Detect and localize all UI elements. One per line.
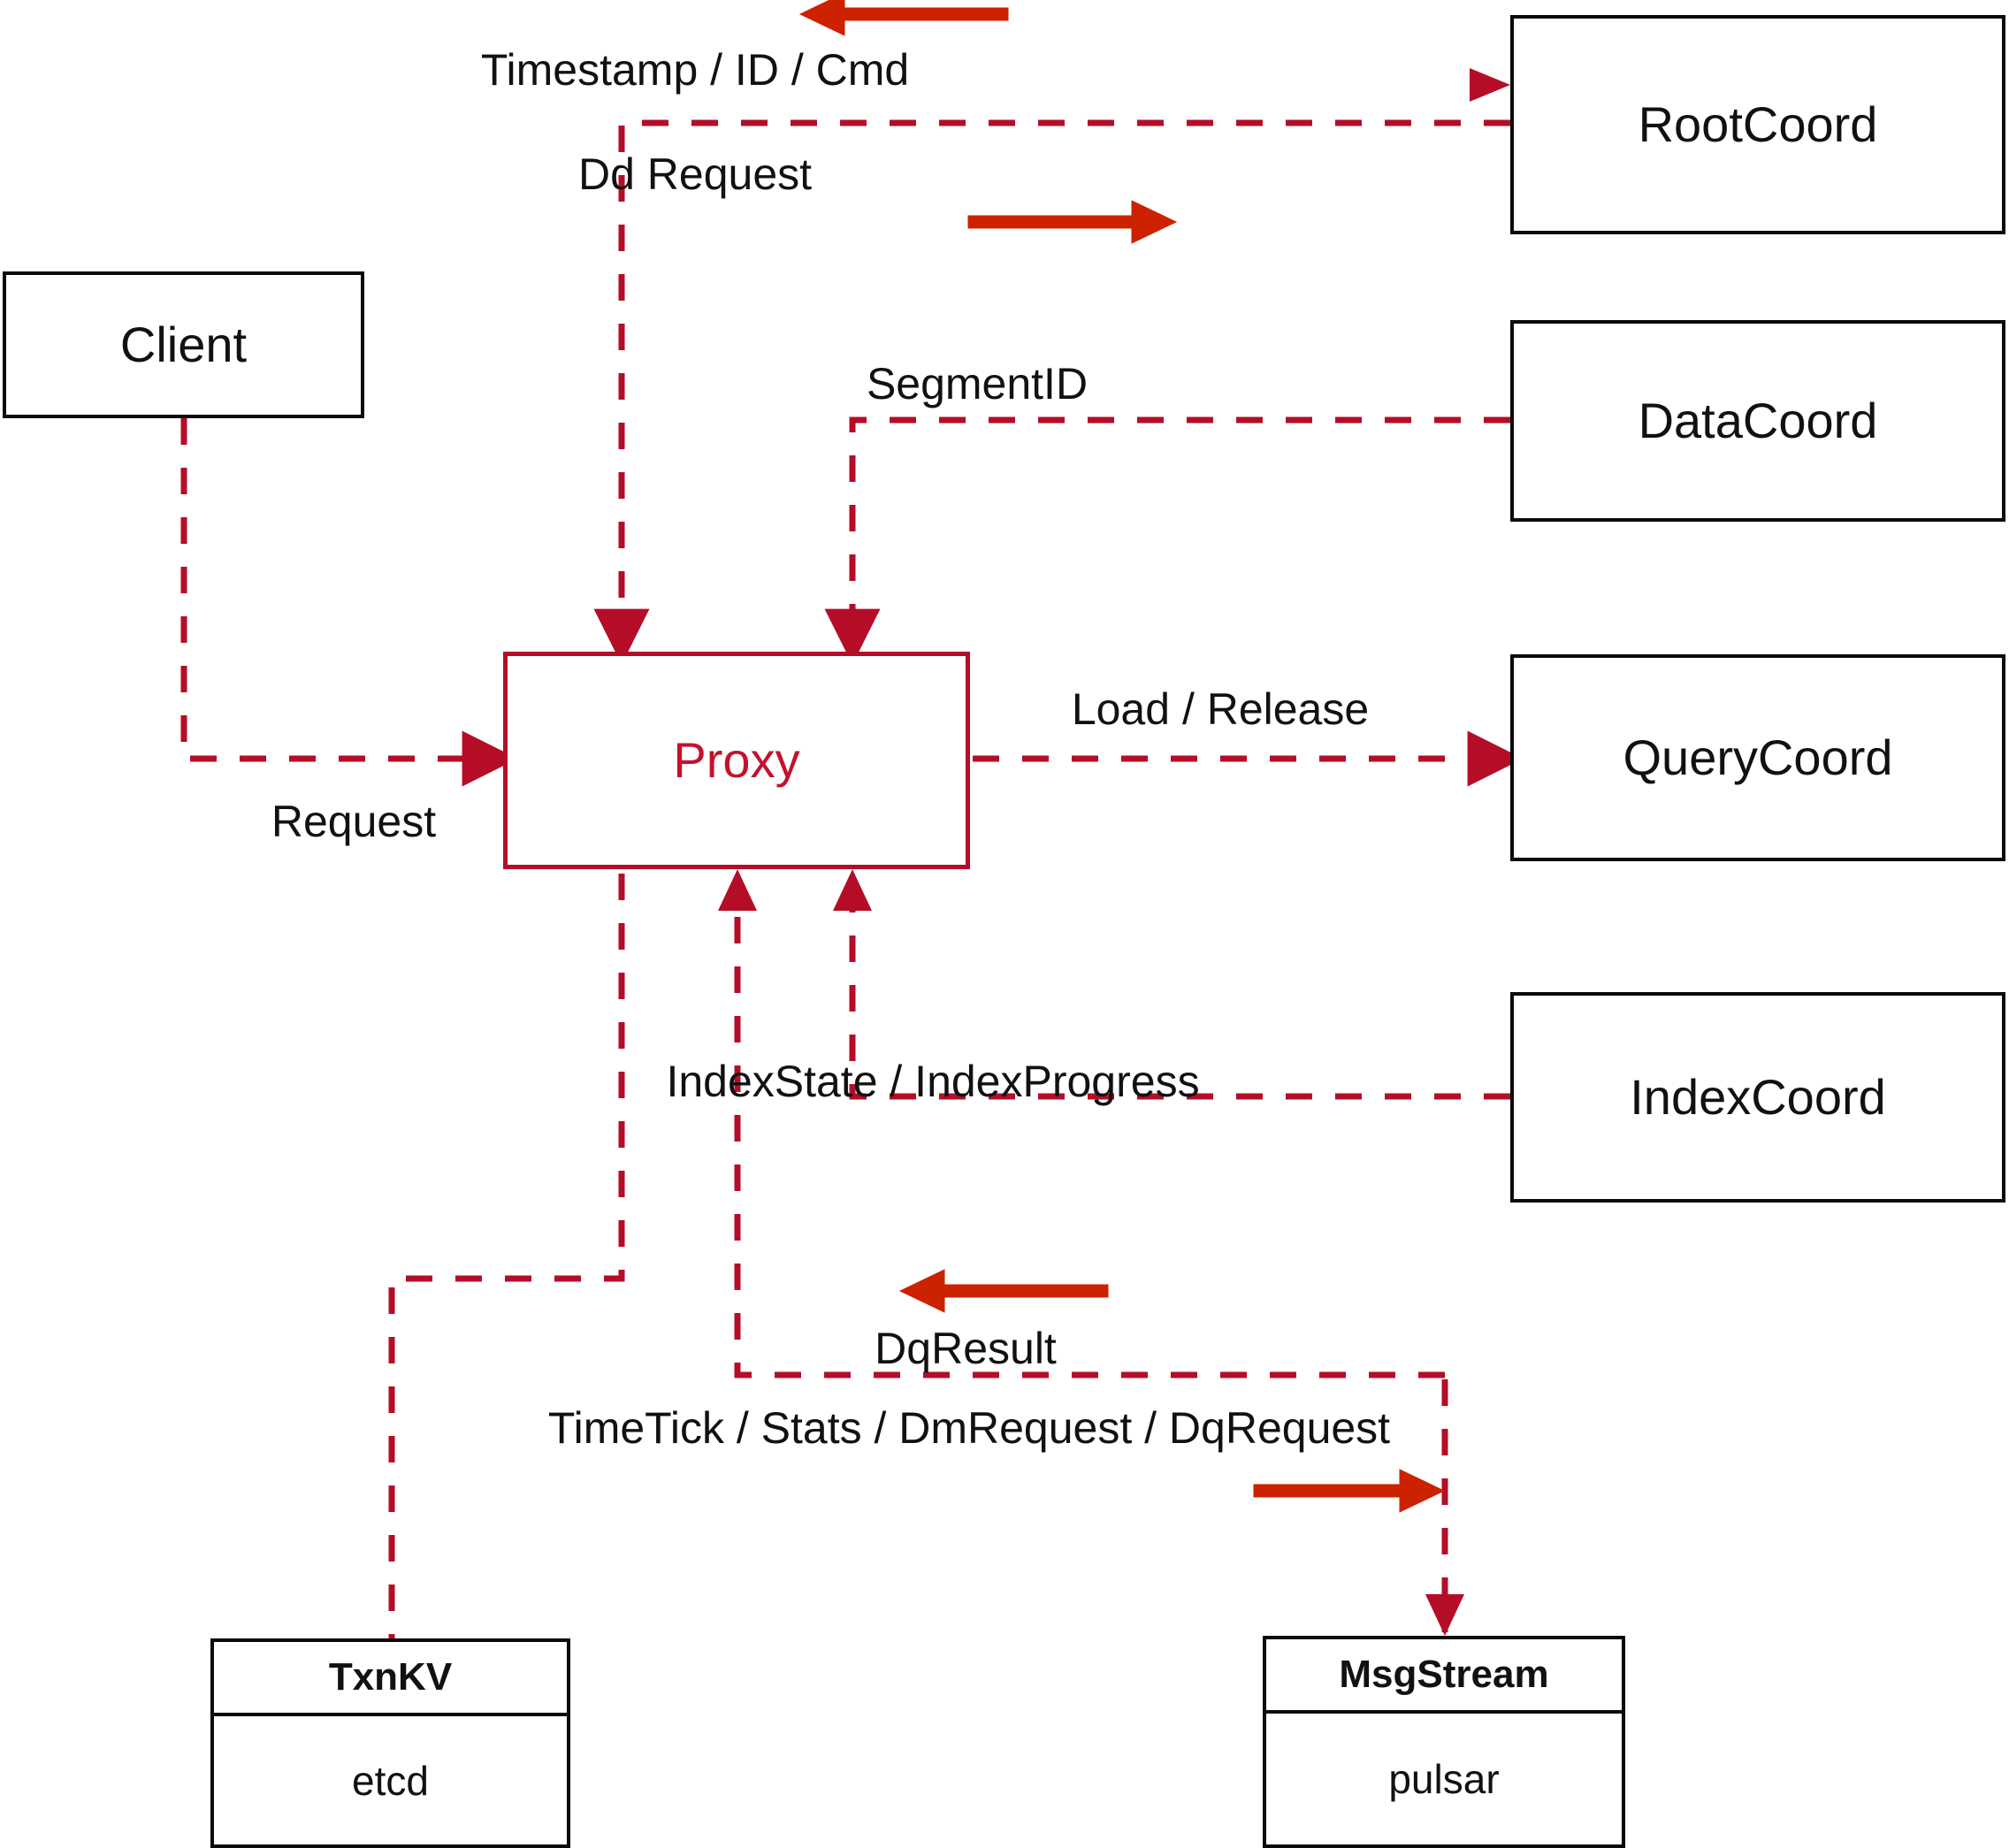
node-client[interactable]: Client <box>3 271 364 418</box>
node-index-coord[interactable]: IndexCoord <box>1510 992 2005 1203</box>
arrowhead-rootcoord <box>1470 68 1510 102</box>
node-txnkv-impl: etcd <box>352 1757 429 1804</box>
node-query-coord-label: QueryCoord <box>1623 729 1893 785</box>
edge-label-timetick-stats: TimeTick / Stats / DmRequest / DqRequest <box>547 1403 1391 1453</box>
arrowhead-msgstream <box>1425 1594 1464 1636</box>
node-root-coord-label: RootCoord <box>1638 96 1878 152</box>
arrowhead-proxy-top-right <box>833 610 872 652</box>
node-msgstream-title: MsgStream <box>1339 1653 1549 1696</box>
arrowhead-querycoord <box>1470 742 1510 775</box>
flow-arrow-timetick <box>1253 1469 1446 1513</box>
arrowhead-proxy-left <box>462 742 503 775</box>
node-msgstream-body: pulsar <box>1266 1714 1622 1844</box>
edge-label-segment-id: SegmentID <box>866 359 1089 409</box>
edge-label-load-release: Load / Release <box>1071 684 1370 734</box>
flow-arrow-timestamp <box>798 0 1009 36</box>
node-root-coord[interactable]: RootCoord <box>1510 15 2005 234</box>
connector-arrowheads <box>462 68 1510 1636</box>
edge-indexstate <box>849 876 1510 1100</box>
node-msgstream-impl: pulsar <box>1388 1756 1500 1802</box>
flow-arrows <box>798 0 1446 1513</box>
edge-rootcoord <box>593 119 1510 665</box>
edge-request <box>180 418 518 787</box>
arrowhead-proxy-bottom-dqresult <box>718 869 757 911</box>
flow-arrow-dqresult <box>898 1269 1109 1313</box>
node-txnkv-header: TxnKV <box>214 1642 567 1716</box>
dashed-connectors <box>180 119 1524 1638</box>
node-data-coord-label: DataCoord <box>1638 393 1878 448</box>
arrowhead-proxy-bottom-index <box>833 869 872 911</box>
edge-segmentid <box>824 416 1510 665</box>
node-txnkv-body: etcd <box>214 1716 567 1844</box>
node-msgstream-header: MsgStream <box>1266 1639 1622 1714</box>
edge-label-request: Request <box>271 797 437 846</box>
node-index-coord-label: IndexCoord <box>1630 1069 1886 1125</box>
edge-txnkv <box>388 874 625 1638</box>
node-query-coord[interactable]: QueryCoord <box>1510 654 2005 861</box>
edge-label-dd-request: Dd Request <box>577 149 813 199</box>
edge-label-timestamp-id-cmd: Timestamp / ID / Cmd <box>480 45 910 95</box>
node-proxy-label: Proxy <box>673 732 800 788</box>
node-client-label: Client <box>119 317 248 372</box>
arrowhead-proxy-top-left <box>602 610 641 652</box>
edge-dqresult <box>734 876 1445 1378</box>
node-txnkv-title: TxnKV <box>328 1655 453 1699</box>
edge-label-dq-result: DqResult <box>875 1324 1057 1373</box>
node-msgstream[interactable]: MsgStream pulsar <box>1263 1636 1625 1848</box>
node-data-coord[interactable]: DataCoord <box>1510 320 2005 522</box>
node-txnkv[interactable]: TxnKV etcd <box>210 1638 570 1848</box>
node-proxy[interactable]: Proxy <box>503 652 970 869</box>
flow-arrow-dd-request <box>967 200 1178 244</box>
edge-label-index-state: IndexState / IndexProgress <box>666 1057 1200 1106</box>
